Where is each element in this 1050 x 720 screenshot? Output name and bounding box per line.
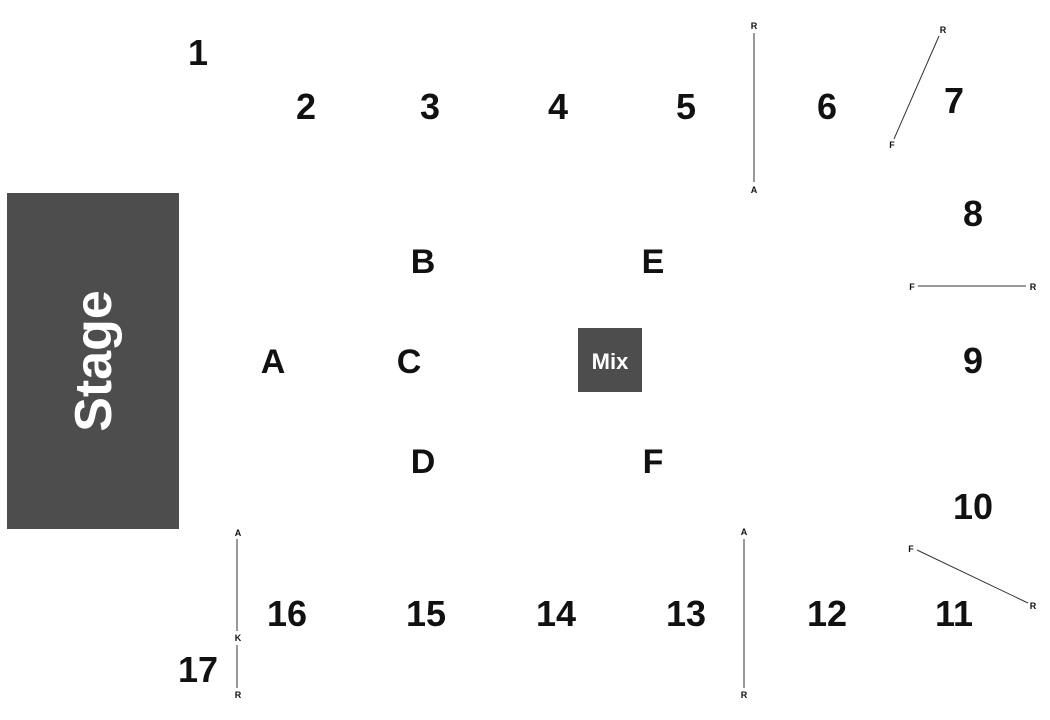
divider-6-7: R F	[889, 25, 947, 150]
zone-14[interactable]: 14	[536, 593, 576, 634]
zone-16[interactable]: 16	[267, 593, 307, 634]
zone-d[interactable]: D	[411, 443, 436, 481]
zone-11[interactable]: 11	[935, 593, 973, 634]
divider-10-11: F R	[908, 544, 1037, 611]
zone-10[interactable]: 10	[953, 486, 993, 527]
divider-marker: R	[751, 21, 758, 31]
divider-marker: R	[940, 25, 947, 35]
divider-12-13: A R	[741, 527, 748, 700]
divider-16-17: A K R	[235, 528, 242, 700]
mix-position[interactable]: Mix	[578, 328, 642, 392]
zone-a[interactable]: A	[261, 343, 286, 381]
zone-4[interactable]: 4	[548, 86, 568, 127]
divider-line	[893, 35, 940, 140]
perimeter-zones: 1 2 3 4 5 6 7 8 9 10 11 12 13 14 15 16 1…	[178, 32, 993, 690]
divider-marker: F	[909, 282, 915, 292]
zone-15[interactable]: 15	[406, 593, 446, 634]
zone-2[interactable]: 2	[296, 86, 316, 127]
divider-marker: F	[908, 544, 914, 554]
divider-marker: R	[235, 690, 242, 700]
zone-b[interactable]: B	[411, 243, 436, 281]
stage-block	[7, 193, 179, 529]
divider-marker: A	[235, 528, 242, 538]
divider-marker: A	[751, 185, 758, 195]
zone-1[interactable]: 1	[188, 32, 208, 73]
divider-marker: F	[889, 140, 895, 150]
divider-marker: R	[1030, 282, 1037, 292]
mix-label: Mix	[592, 349, 629, 374]
divider-marker: A	[741, 527, 748, 537]
divider-line	[916, 549, 1029, 604]
zone-8[interactable]: 8	[963, 193, 983, 234]
zone-e[interactable]: E	[642, 243, 665, 281]
zone-17[interactable]: 17	[178, 649, 218, 690]
divider-marker: R	[1030, 601, 1037, 611]
mix-block	[578, 328, 642, 392]
zone-13[interactable]: 13	[666, 593, 706, 634]
stage[interactable]: Stage	[7, 193, 179, 529]
divider-marker: R	[741, 690, 748, 700]
zone-7[interactable]: 7	[944, 80, 964, 121]
stage-label: Stage	[65, 290, 123, 432]
divider-8-9: F R	[909, 282, 1037, 292]
divider-5-6: R A	[751, 21, 758, 195]
center-zones: A B C D E F	[261, 243, 665, 481]
zone-f[interactable]: F	[643, 443, 664, 481]
divider-marker: K	[235, 633, 242, 643]
zone-6[interactable]: 6	[817, 86, 837, 127]
zone-3[interactable]: 3	[420, 86, 440, 127]
zone-c[interactable]: C	[397, 343, 422, 381]
zone-9[interactable]: 9	[963, 340, 983, 381]
zone-12[interactable]: 12	[807, 593, 847, 634]
zone-5[interactable]: 5	[676, 86, 696, 127]
